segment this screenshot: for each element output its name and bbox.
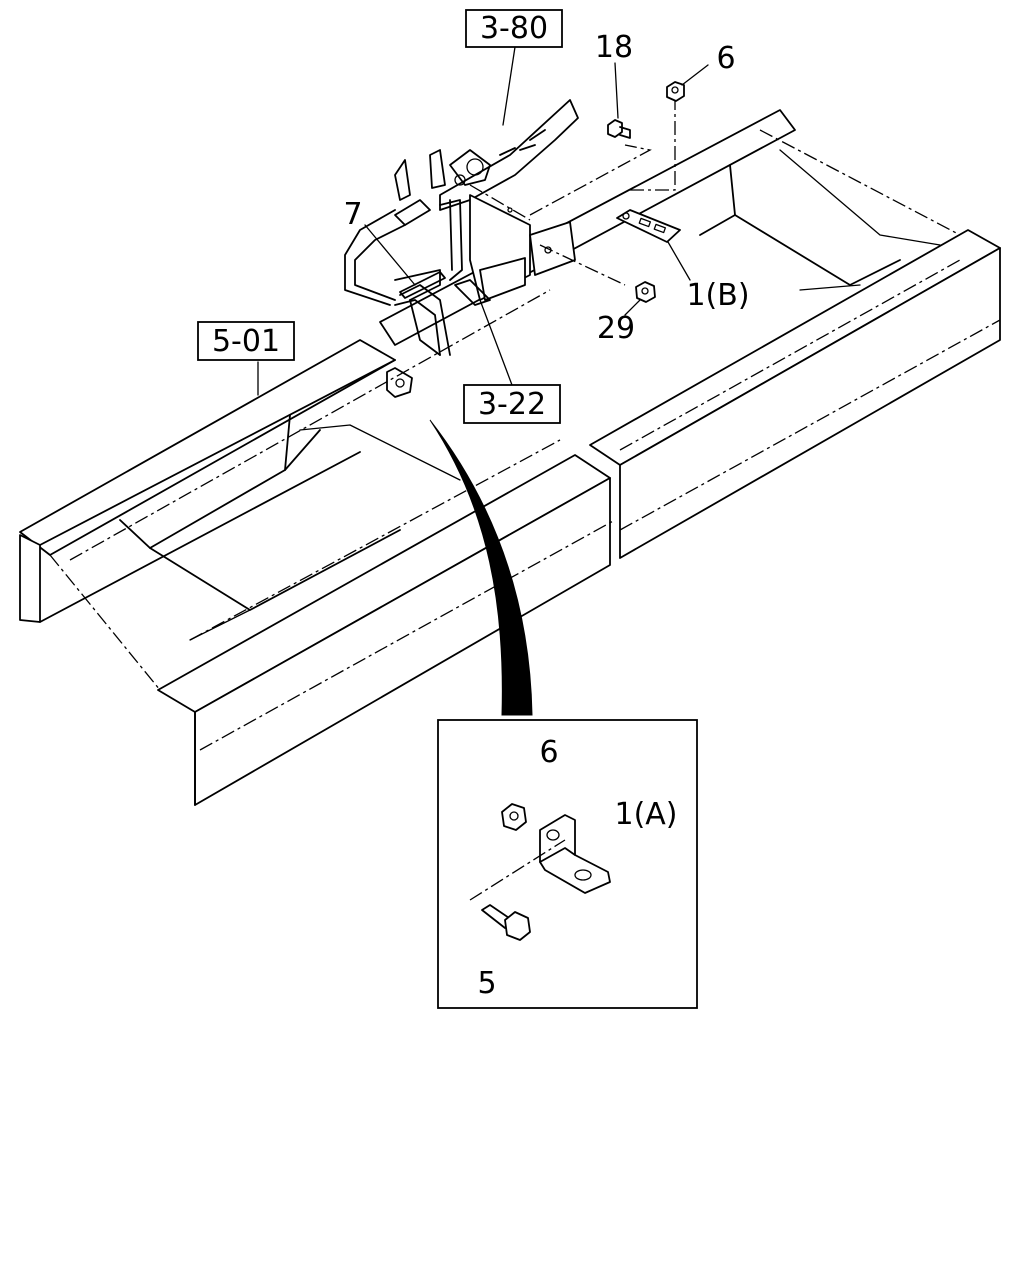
- callout-6-inset: 6: [539, 735, 558, 770]
- nut-6-top: [666, 81, 685, 102]
- clamp-7: [399, 271, 446, 299]
- callout-7: 7: [343, 197, 362, 232]
- detail-inset: [437, 719, 698, 1009]
- callout-1a: 1(A): [614, 797, 677, 832]
- bolt-18: [607, 119, 631, 139]
- bracket-1b: [616, 209, 681, 243]
- callout-18: 18: [595, 30, 633, 65]
- ref-box-3-22-label: 3-22: [478, 387, 546, 422]
- callout-1b: 1(B): [686, 278, 749, 313]
- callout-6-top: 6: [716, 41, 735, 76]
- ref-box-3-22[interactable]: 3-22: [463, 384, 561, 424]
- ref-box-5-01-label: 5-01: [212, 324, 280, 359]
- inset-nut-6: [501, 803, 527, 831]
- nut-29: [635, 281, 656, 303]
- inset-bolt-5: [481, 904, 531, 941]
- detail-arrow: [429, 419, 533, 716]
- callout-29: 29: [597, 311, 635, 346]
- ref-box-3-80[interactable]: 3-80: [465, 9, 563, 48]
- lever-pipe-assembly: [344, 99, 676, 356]
- callout-5: 5: [477, 966, 496, 1001]
- ref-box-3-80-label: 3-80: [480, 11, 548, 46]
- ref-box-5-01[interactable]: 5-01: [197, 321, 295, 361]
